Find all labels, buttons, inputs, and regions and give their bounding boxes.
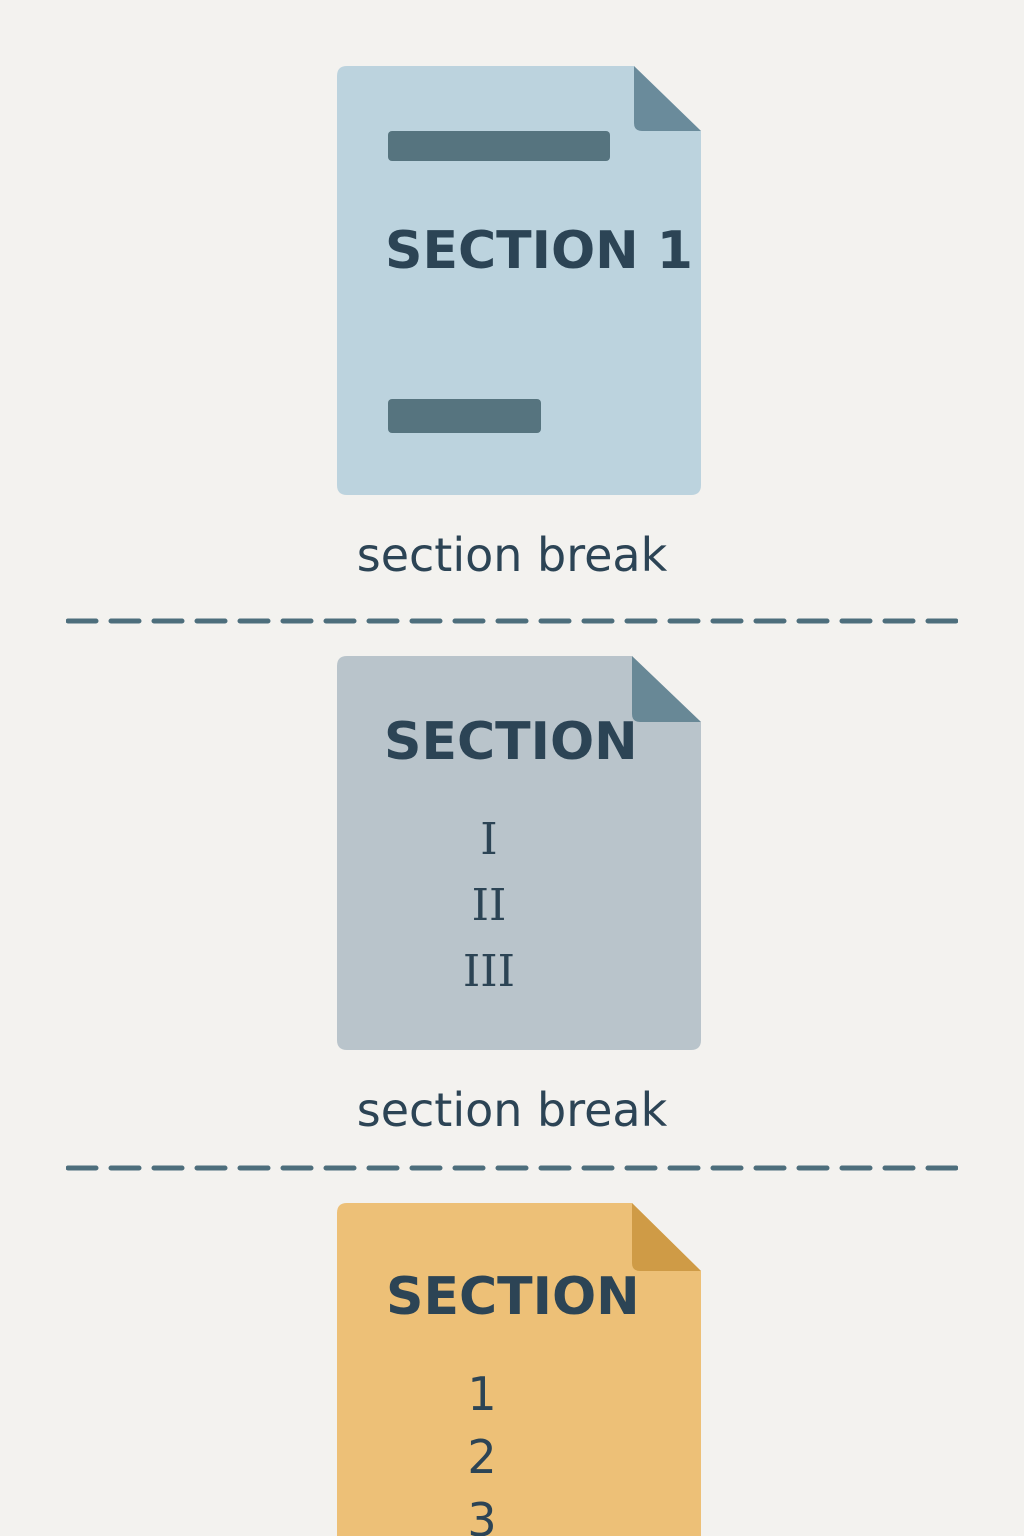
document-title: SECTION xyxy=(384,712,638,772)
roman-numeral-item: III xyxy=(462,946,516,997)
page-fold-corner xyxy=(632,1203,701,1271)
footer-line-bar xyxy=(388,399,541,433)
page-fold-corner xyxy=(634,66,701,131)
document-section-2: SECTION I II III xyxy=(337,656,701,1050)
section-break-dashed-line xyxy=(66,618,958,624)
document-title: SECTION 1 xyxy=(385,221,693,281)
section-break-label: section break xyxy=(356,1083,668,1137)
document-page-icon xyxy=(337,1203,701,1536)
document-title: SECTION xyxy=(386,1267,640,1327)
document-page-body xyxy=(337,656,701,1050)
arabic-numeral-item: 3 xyxy=(467,1493,497,1536)
page-fold-corner xyxy=(632,656,701,722)
roman-numeral-item: I xyxy=(480,814,498,865)
section-break-label: section break xyxy=(356,528,668,582)
document-page-body xyxy=(337,1203,701,1536)
arabic-numeral-item: 2 xyxy=(467,1430,497,1484)
document-page-icon xyxy=(337,656,701,1050)
roman-numeral-item: II xyxy=(471,880,507,931)
document-section-1: SECTION 1 xyxy=(337,66,701,495)
header-line-bar xyxy=(388,131,610,161)
section-break-dashed-line xyxy=(66,1165,958,1171)
document-page-body xyxy=(337,66,701,495)
arabic-numeral-item: 1 xyxy=(467,1367,497,1421)
document-page-icon xyxy=(337,66,701,495)
document-section-3: SECTION 1 2 3 xyxy=(337,1203,701,1536)
